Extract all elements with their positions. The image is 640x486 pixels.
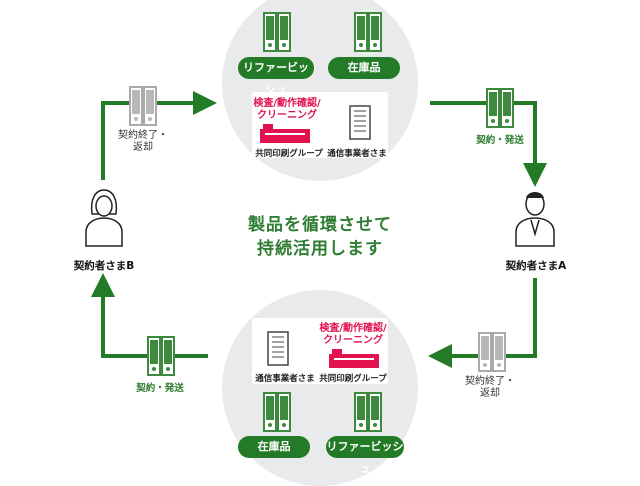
flow-contract-send-right: 契約・発送 (476, 135, 524, 146)
binder-icon (478, 332, 506, 372)
binder-icon (129, 86, 157, 126)
binder-icon (263, 392, 291, 432)
building-icon (267, 331, 289, 366)
printing-group-bottom: 共同印刷グループ (319, 374, 387, 384)
binder-icon (354, 12, 382, 52)
process-label-bottom: 検査/動作確認/ クリーニング (319, 323, 387, 346)
printing-group-top: 共同印刷グループ (255, 149, 323, 159)
building-icon (349, 105, 371, 140)
pill-refurbish-bottom: リファービッシュ (326, 436, 404, 475)
binder-icon (354, 392, 382, 432)
binder-icon (147, 336, 175, 376)
process-label-top: 検査/動作確認/ クリーニング (253, 98, 321, 121)
person-a-label: 契約者さまA (505, 260, 567, 272)
binder-icon (263, 12, 291, 52)
pill-stock-top: 在庫品 (328, 57, 400, 79)
person-b-label: 契約者さまB (73, 260, 135, 272)
pill-refurbish-top: リファービッシュ (238, 57, 314, 96)
person-male-icon (515, 192, 555, 247)
flow-contract-send-left: 契約・発送 (136, 383, 184, 394)
factory-icon (260, 124, 310, 143)
arrow-b-to-top (101, 91, 217, 180)
arrow-a-to-bottom (428, 278, 537, 368)
binder-icon (486, 88, 514, 128)
person-female-icon (85, 189, 123, 247)
arrow-top-to-a (430, 101, 547, 187)
carrier-top: 通信事業者さま (327, 149, 387, 159)
flow-return-left: 契約終了・ 返却 (118, 130, 168, 153)
carrier-bottom: 通信事業者さま (255, 374, 315, 384)
factory-icon (329, 349, 379, 368)
center-line-2: 持続活用します (257, 239, 383, 259)
pill-stock-bottom: 在庫品 (238, 436, 310, 458)
center-line-1: 製品を循環させて (248, 215, 392, 235)
flow-return-right: 契約終了・ 返却 (465, 376, 515, 399)
